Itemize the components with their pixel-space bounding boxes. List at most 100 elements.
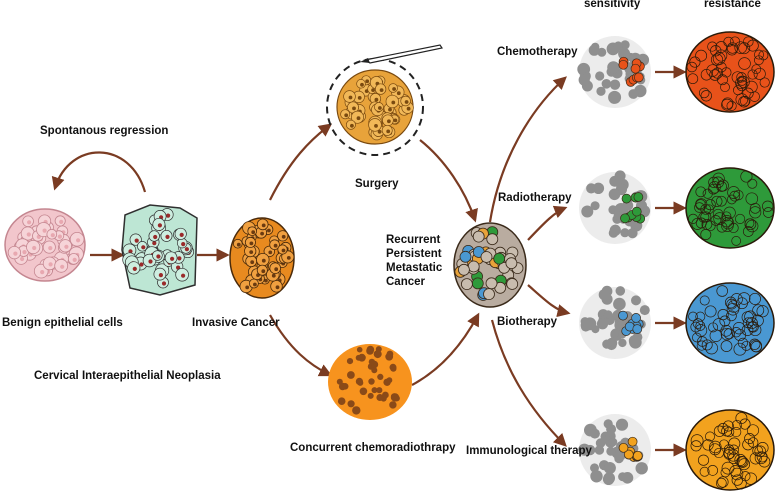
cell	[711, 67, 724, 79]
cell-nucleus	[374, 97, 379, 102]
cell	[717, 476, 729, 488]
cell	[615, 286, 626, 296]
cell	[457, 263, 470, 276]
arrow-regression	[51, 151, 147, 193]
cell	[720, 82, 730, 93]
resistance-clusters	[685, 31, 775, 491]
cell	[608, 437, 618, 447]
cell	[754, 55, 764, 66]
cell	[704, 199, 716, 211]
debris-cell	[393, 395, 400, 402]
cell	[633, 72, 644, 83]
cell	[480, 251, 493, 263]
debris-cell	[366, 345, 375, 354]
cell	[709, 69, 721, 81]
cell	[721, 211, 732, 222]
cell	[735, 76, 748, 90]
cell-nucleus	[22, 250, 27, 255]
cell-nucleus	[76, 238, 81, 243]
cell	[720, 215, 734, 228]
cell	[737, 292, 751, 305]
scalpel-icon	[360, 44, 443, 64]
cell	[606, 446, 616, 456]
cell-nucleus	[48, 262, 53, 267]
cell	[631, 206, 642, 217]
cell	[750, 341, 763, 353]
cell	[702, 439, 714, 451]
cell	[741, 324, 754, 336]
cell	[731, 419, 743, 431]
arrow-recurrent-to-immuno	[490, 319, 567, 447]
cell	[472, 230, 485, 243]
cell	[744, 472, 758, 485]
cell-nucleus	[365, 79, 370, 84]
cell-nucleus	[348, 95, 353, 100]
label-spontaneous-regression: Spontanous regression	[40, 125, 169, 137]
debris-cell	[347, 371, 355, 379]
cell	[690, 440, 702, 452]
cell	[613, 297, 626, 311]
cell	[736, 456, 748, 467]
cell	[485, 277, 498, 290]
cell-nucleus	[378, 106, 382, 110]
cell	[763, 207, 774, 218]
cell	[628, 89, 639, 99]
cell	[613, 449, 624, 461]
debris-cell	[371, 387, 378, 394]
cell	[752, 304, 765, 317]
cell	[738, 57, 751, 70]
cell-nucleus	[153, 234, 158, 240]
cell-nucleus	[156, 254, 161, 259]
cell-nucleus	[264, 278, 268, 283]
cell	[705, 431, 715, 442]
sensitivity-cluster	[578, 414, 651, 486]
cell-nucleus	[152, 241, 157, 246]
cell	[728, 437, 741, 450]
cell-nucleus	[404, 100, 409, 104]
cell	[630, 63, 641, 74]
cell	[618, 47, 631, 60]
arrow-surgery-to-recurrent	[419, 139, 478, 223]
cell	[610, 224, 621, 234]
resistance-cluster	[685, 409, 775, 491]
cell	[727, 186, 740, 199]
cell	[698, 87, 710, 99]
cell	[733, 342, 747, 356]
cell	[601, 79, 612, 89]
cell-nucleus	[273, 243, 278, 248]
cell	[708, 322, 719, 333]
debris-cell	[359, 387, 368, 396]
cell	[459, 250, 472, 263]
arrow-recurrent-to-chemo	[488, 76, 567, 223]
cin-cell-cluster	[121, 204, 198, 296]
benign-cell-cluster	[4, 208, 86, 282]
cell-nucleus	[166, 213, 171, 218]
cell	[716, 285, 728, 297]
cell-nucleus	[260, 231, 264, 236]
cell	[713, 425, 726, 437]
cell	[716, 195, 727, 207]
sensitivity-cluster	[577, 36, 651, 108]
cell	[711, 195, 723, 207]
cell	[615, 418, 629, 431]
cell	[701, 339, 713, 351]
cell-nucleus	[157, 223, 162, 228]
cell-nucleus	[59, 219, 64, 224]
cell	[590, 201, 600, 211]
cell	[589, 428, 600, 439]
cell	[749, 202, 761, 214]
cell	[745, 219, 759, 233]
debris-cell	[389, 401, 397, 409]
sensitivity-clusters	[577, 36, 651, 486]
cell	[749, 338, 761, 350]
cell-nucleus	[371, 88, 375, 92]
debris-cell	[346, 358, 354, 365]
cell	[618, 59, 629, 70]
debris-cell	[347, 400, 355, 408]
cell-nucleus	[379, 88, 384, 92]
cell	[709, 440, 722, 454]
cell	[631, 313, 641, 323]
cell	[686, 61, 698, 73]
cell	[689, 56, 701, 68]
crt-cluster	[328, 344, 412, 420]
